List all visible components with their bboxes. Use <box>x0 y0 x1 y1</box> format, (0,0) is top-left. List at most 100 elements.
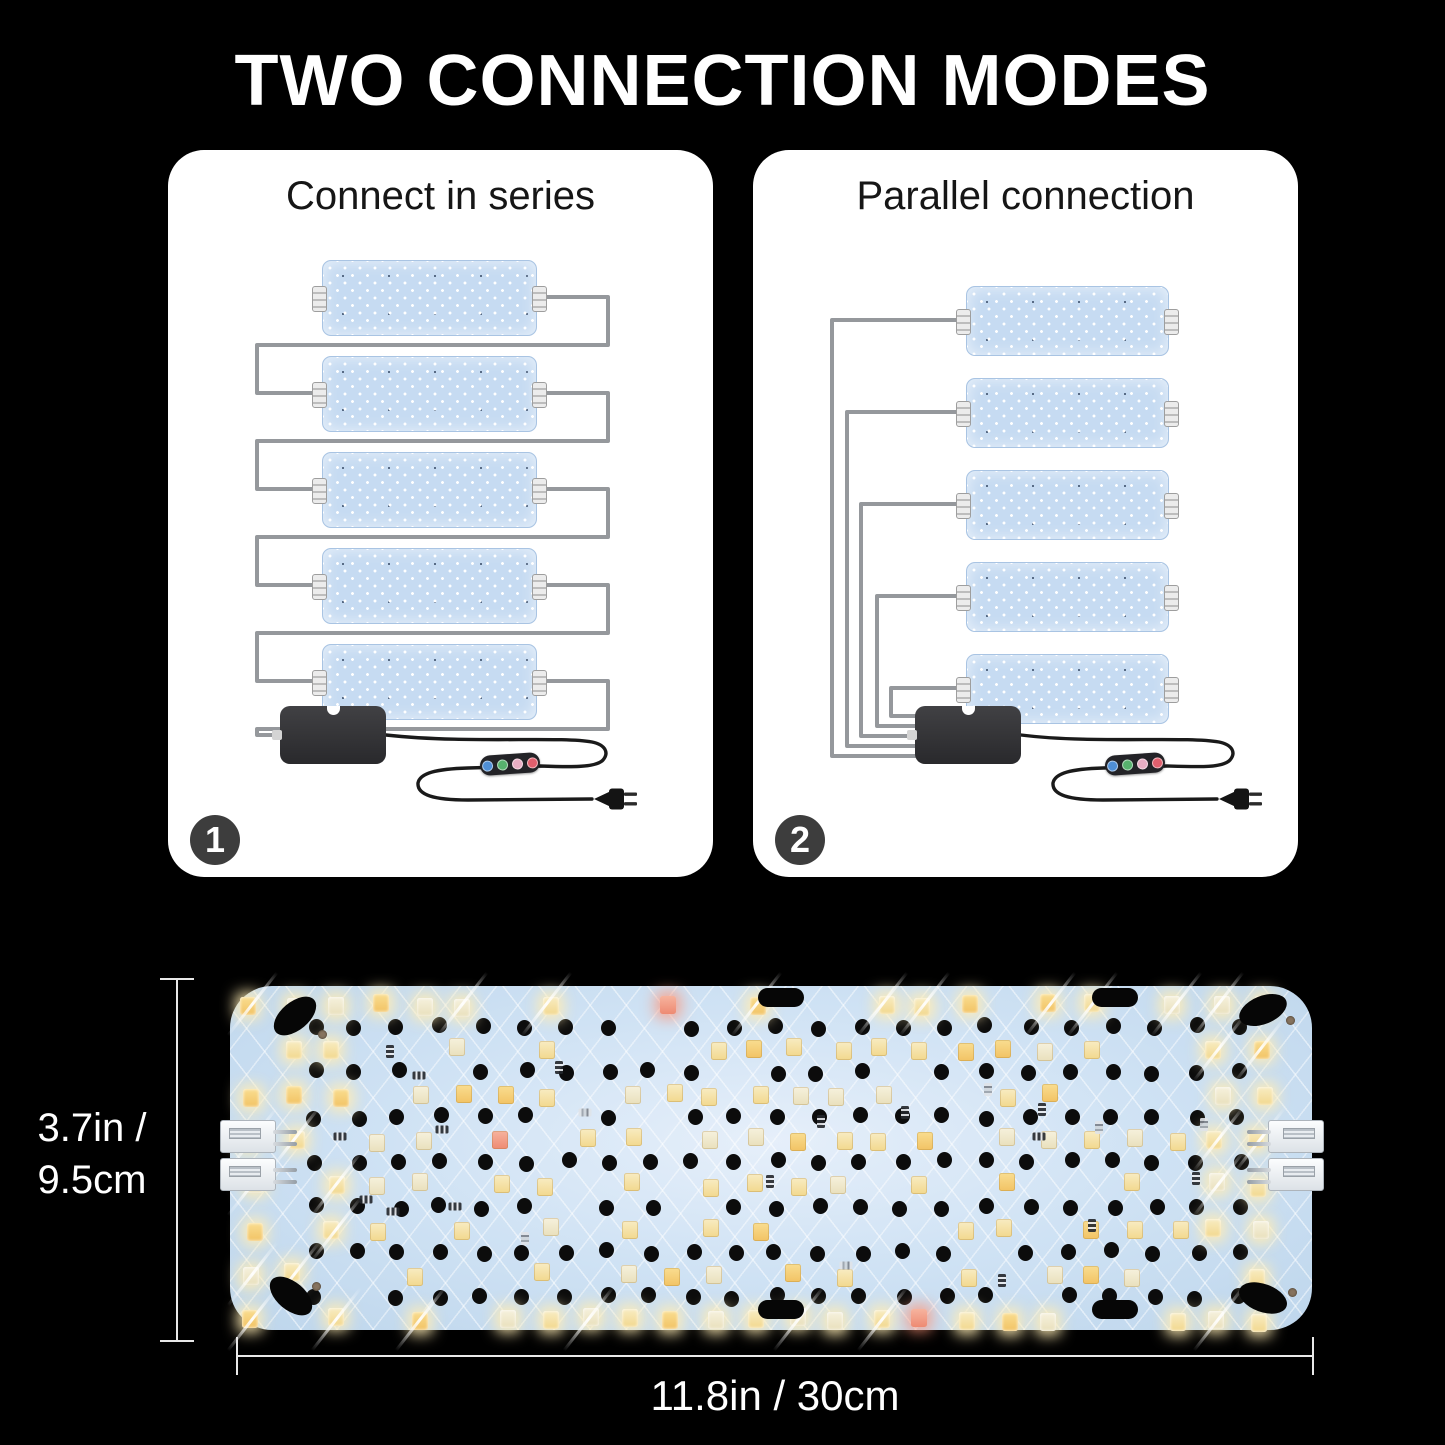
led-chip <box>837 1269 853 1287</box>
hole-cutout <box>1148 1289 1163 1305</box>
led-chip <box>959 1312 975 1330</box>
adapter-input <box>272 730 282 740</box>
hole-cutout <box>1233 1199 1248 1215</box>
led-chip <box>995 1040 1011 1058</box>
led-chip <box>492 1131 508 1149</box>
led-panel-thumb <box>956 470 1179 540</box>
hole-cutout <box>478 1108 493 1124</box>
panel-connector <box>956 309 971 335</box>
led-chip <box>664 1268 680 1286</box>
controller-button <box>526 756 539 769</box>
led-chip <box>871 1038 887 1056</box>
hole-cutout <box>434 1107 449 1123</box>
led-chip <box>622 1221 638 1239</box>
hole-cutout <box>352 1111 367 1127</box>
panel-connector <box>532 574 547 600</box>
resistor-chip <box>839 1261 853 1270</box>
led-panel-thumb <box>312 452 547 528</box>
led-chip <box>911 1042 927 1060</box>
led-chip <box>793 1087 809 1105</box>
controller-button <box>1151 756 1164 769</box>
led-chip <box>827 1312 843 1330</box>
led-chip <box>1205 1219 1221 1237</box>
series-card-title: Connect in series <box>285 174 596 218</box>
hole-cutout <box>558 1019 573 1035</box>
led-chip <box>996 1219 1012 1237</box>
led-chip <box>534 1263 550 1281</box>
power-cable <box>1019 733 1235 802</box>
connector-slot <box>229 1166 261 1177</box>
hole-cutout <box>473 1064 488 1080</box>
controller-button <box>496 758 509 771</box>
inline-controller <box>479 751 541 777</box>
edge-connector <box>220 1120 297 1192</box>
hole-cutout <box>851 1154 866 1170</box>
edge-connector <box>1247 1120 1324 1192</box>
connection-wire <box>875 594 962 728</box>
hole-cutout <box>557 1289 572 1305</box>
led-chip <box>370 1223 386 1241</box>
hole-cutout <box>1144 1155 1159 1171</box>
led-chip <box>1040 1313 1056 1331</box>
led-chip <box>999 1173 1015 1191</box>
hole-cutout <box>687 1244 702 1260</box>
led-chip <box>1042 1084 1058 1102</box>
connector-slot <box>229 1128 261 1139</box>
led-chip <box>494 1175 510 1193</box>
led-chip <box>323 1041 339 1059</box>
hole-cutout <box>602 1155 617 1171</box>
power-adapter <box>272 706 386 764</box>
mount-slot <box>758 988 804 1007</box>
connector-pin <box>1247 1180 1271 1184</box>
hole-cutout <box>979 1111 994 1127</box>
hole-cutout <box>684 1065 699 1081</box>
hole-cutout <box>768 1018 783 1034</box>
connection-wire <box>255 295 610 395</box>
panel-connector <box>532 478 547 504</box>
connection-wire <box>255 679 610 737</box>
resistor-chip <box>333 1132 347 1141</box>
resistor-chip <box>435 1125 449 1134</box>
led-chip <box>958 1222 974 1240</box>
mount-slot <box>1092 1300 1138 1319</box>
hole-cutout <box>388 1290 403 1306</box>
panel-connector <box>532 670 547 696</box>
led-chip <box>537 1178 553 1196</box>
led-chip <box>870 1133 886 1151</box>
hole-cutout <box>937 1152 952 1168</box>
hole-cutout <box>392 1062 407 1078</box>
power-adapter <box>907 706 1021 764</box>
led-chip <box>1083 1266 1099 1284</box>
series-wiring <box>255 295 637 810</box>
led-chip <box>543 1218 559 1236</box>
hole-cutout <box>346 1064 361 1080</box>
led-chip <box>917 1132 933 1150</box>
panel-connector <box>532 382 547 408</box>
led-chip <box>333 1089 349 1107</box>
hole-cutout <box>771 1066 786 1082</box>
hole-cutout <box>520 1062 535 1078</box>
led-chip <box>498 1086 514 1104</box>
led-chip <box>413 1086 429 1104</box>
resistor-chip <box>998 1274 1006 1287</box>
hole-cutout <box>811 1155 826 1171</box>
led-chip <box>1127 1221 1143 1239</box>
hole-cutout <box>979 1152 994 1168</box>
led-chip <box>828 1088 844 1106</box>
hole-cutout <box>307 1155 322 1171</box>
led-chip <box>837 1132 853 1150</box>
panel-connector <box>312 382 327 408</box>
led-chip <box>1037 1043 1053 1061</box>
hole-cutout <box>1145 1246 1160 1262</box>
resistor-chip <box>1088 1219 1096 1232</box>
hole-cutout <box>979 1063 994 1079</box>
resistor-chip <box>412 1071 426 1080</box>
led-chip <box>1170 1313 1186 1331</box>
led-chip <box>1127 1129 1143 1147</box>
connector-slot <box>1283 1166 1315 1177</box>
hole-cutout <box>562 1152 577 1168</box>
led-chip <box>1170 1133 1186 1151</box>
panel-connector <box>956 401 971 427</box>
panel-connector <box>1164 585 1179 611</box>
hole-cutout <box>514 1289 529 1305</box>
